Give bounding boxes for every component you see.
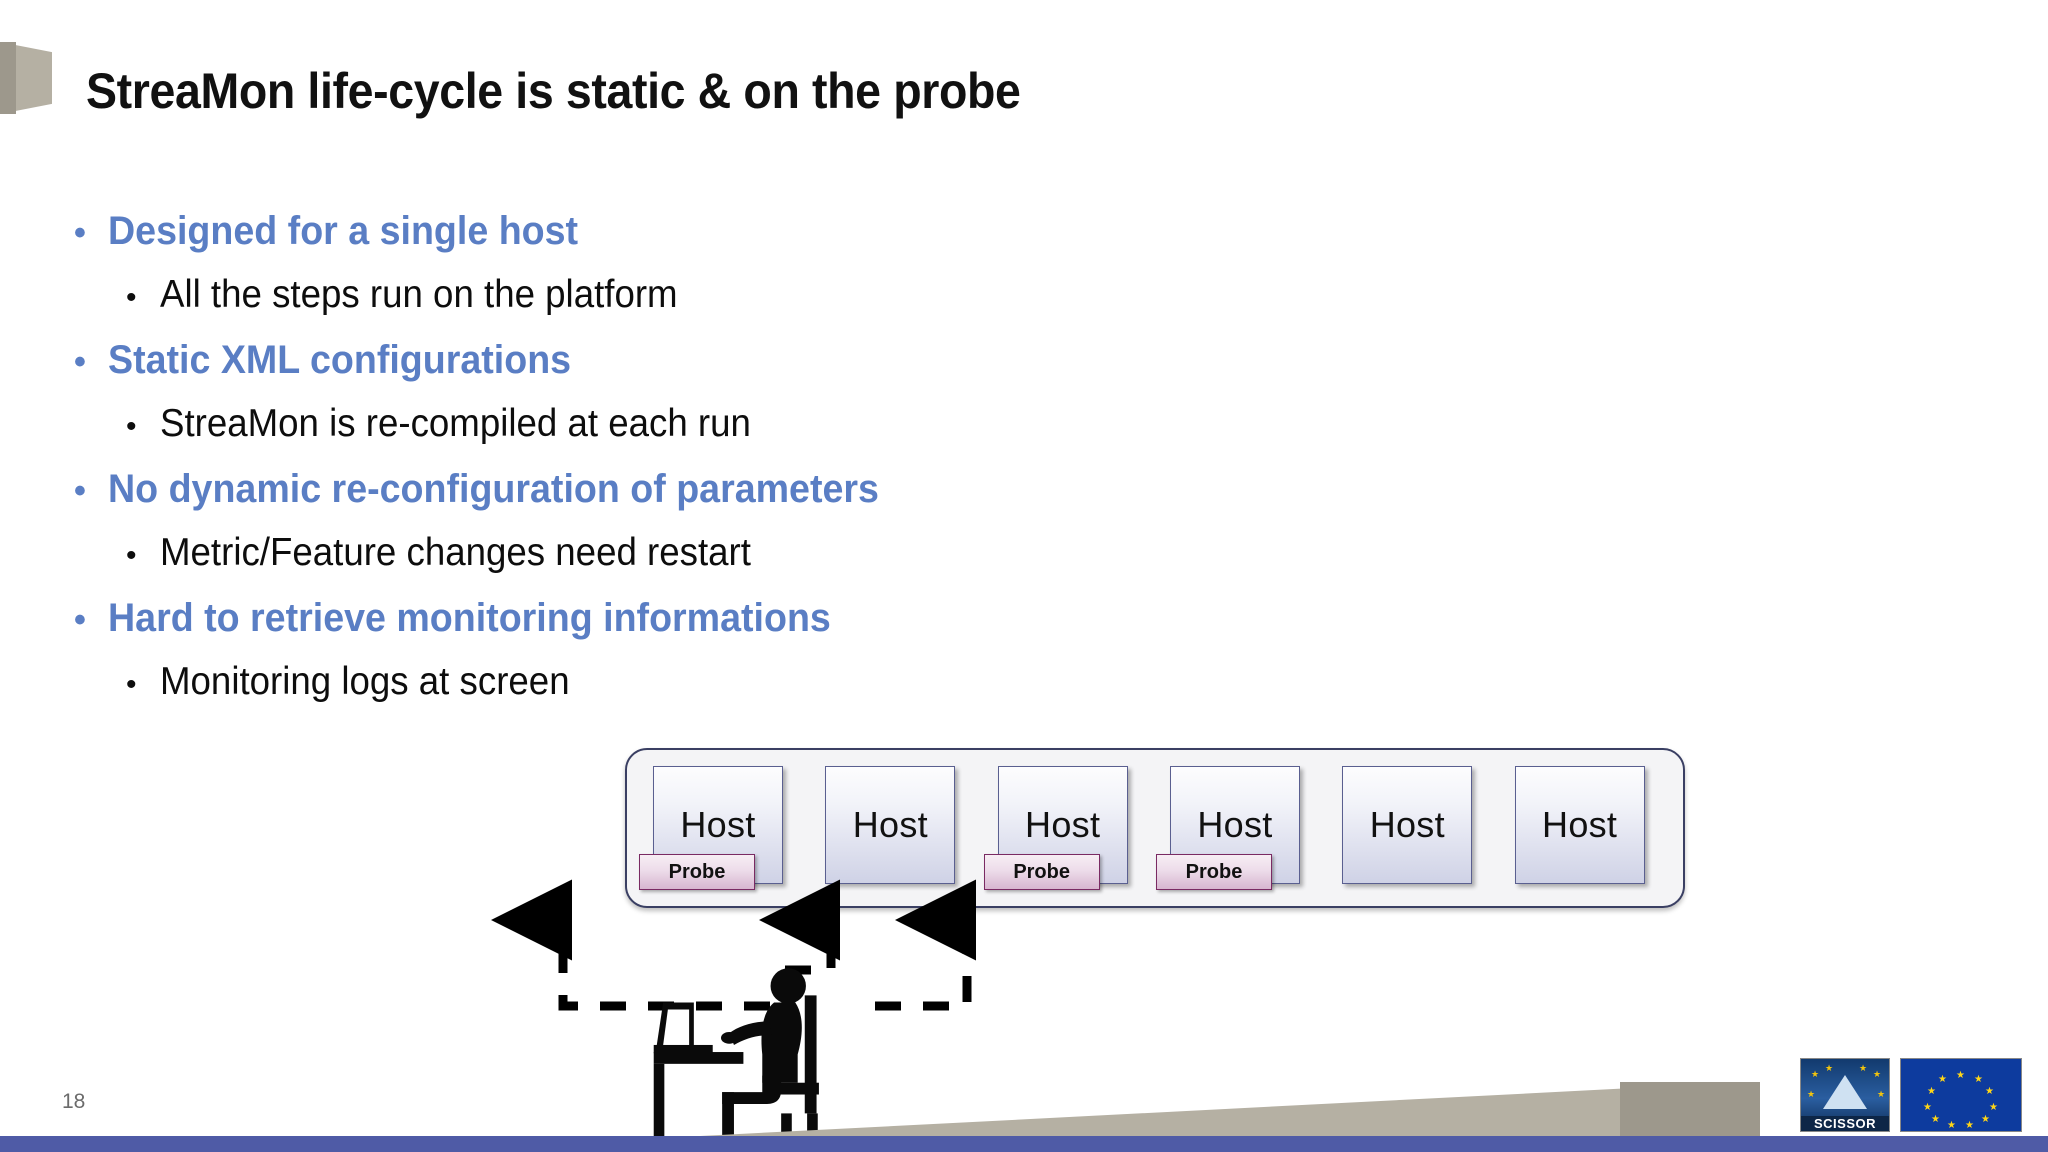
bullet-text: All the steps run on the platform [160,273,678,316]
star-icon: ★ [1931,1114,1940,1125]
bullet-text: Metric/Feature changes need restart [160,531,751,574]
scissor-logo: ★ ★ ★ ★ ★ ★ SCISSOR [1800,1058,1890,1132]
scissor-logo-mountain-icon [1823,1075,1867,1109]
star-icon: ★ [1947,1120,1956,1131]
bullet-level1: • Hard to retrieve monitoring informatio… [74,587,1474,651]
star-icon: ★ [1811,1069,1820,1079]
star-icon: ★ [1927,1086,1936,1097]
bullet-level2: • Monitoring logs at screen [126,651,1474,716]
page-number: 18 [62,1090,86,1113]
person-at-laptop-icon [653,968,819,1138]
host-cell: Host Probe [639,766,801,892]
bullet-level2: • StreaMon is re-compiled at each run [126,393,1474,458]
star-icon: ★ [1825,1063,1834,1073]
host-cell: Host [819,766,973,892]
decor-diagonal-bottom-dark [1620,1082,1760,1136]
bullet-marker-icon: • [74,343,86,381]
star-icon: ★ [1974,1074,1983,1085]
host-row: Host Probe Host Host Probe Host Probe Ho… [625,748,1685,908]
bullet-text: StreaMon is re-compiled at each run [160,402,751,445]
bullet-text: No dynamic re-configuration of parameter… [108,467,879,511]
host-box[interactable]: Host [825,766,956,884]
bullet-marker-icon: • [126,281,137,314]
bullet-level1: • No dynamic re-configuration of paramet… [74,458,1474,522]
bullet-level1: • Static XML configurations [74,329,1474,393]
probe-box[interactable]: Probe [639,854,755,890]
star-icon: ★ [1807,1089,1816,1099]
bullet-marker-icon: • [74,601,86,639]
bullet-marker-icon: • [126,539,137,572]
probe-box[interactable]: Probe [1155,854,1272,890]
star-icon: ★ [1981,1114,1990,1125]
page-title: StreaMon life-cycle is static & on the p… [86,63,1021,119]
bullet-marker-icon: • [74,472,86,510]
host-box[interactable]: Host [1514,766,1645,884]
star-icon: ★ [1923,1102,1932,1113]
architecture-diagram: Host Probe Host Host Probe Host Probe Ho… [470,738,1685,1138]
host-cell: Host [1336,766,1490,892]
star-icon: ★ [1873,1069,1882,1079]
eu-flag-logo: ★ ★ ★ ★ ★ ★ ★ ★ ★ ★ ★ [1900,1058,2022,1132]
bullet-list: • Designed for a single host • All the s… [74,200,1474,716]
probe-box[interactable]: Probe [983,854,1100,890]
bullet-text: Static XML configurations [108,338,572,382]
scissor-logo-text: SCISSOR [1801,1116,1889,1131]
star-icon: ★ [1956,1070,1965,1081]
decor-wedge-top-left-dark [0,42,16,114]
star-icon: ★ [1989,1102,1998,1113]
bullet-level2: • All the steps run on the platform [126,264,1474,329]
bullet-text: Designed for a single host [108,209,579,253]
bullet-text: Monitoring logs at screen [160,660,570,703]
star-icon: ★ [1877,1089,1886,1099]
bullet-level2: • Metric/Feature changes need restart [126,522,1474,587]
host-cell: Host Probe [983,766,1146,892]
host-cell: Host Probe [1155,766,1318,892]
host-cell: Host [1509,766,1663,892]
bottom-accent-bar [0,1136,2048,1152]
star-icon: ★ [1965,1120,1974,1131]
bullet-text: Hard to retrieve monitoring informations [108,596,831,640]
star-icon: ★ [1859,1063,1868,1073]
bullet-marker-icon: • [126,668,137,701]
star-icon: ★ [1985,1086,1994,1097]
host-box[interactable]: Host [1342,766,1473,884]
star-icon: ★ [1938,1074,1947,1085]
bullet-level1: • Designed for a single host [74,200,1474,264]
bullet-marker-icon: • [126,410,137,443]
bullet-marker-icon: • [74,214,86,252]
